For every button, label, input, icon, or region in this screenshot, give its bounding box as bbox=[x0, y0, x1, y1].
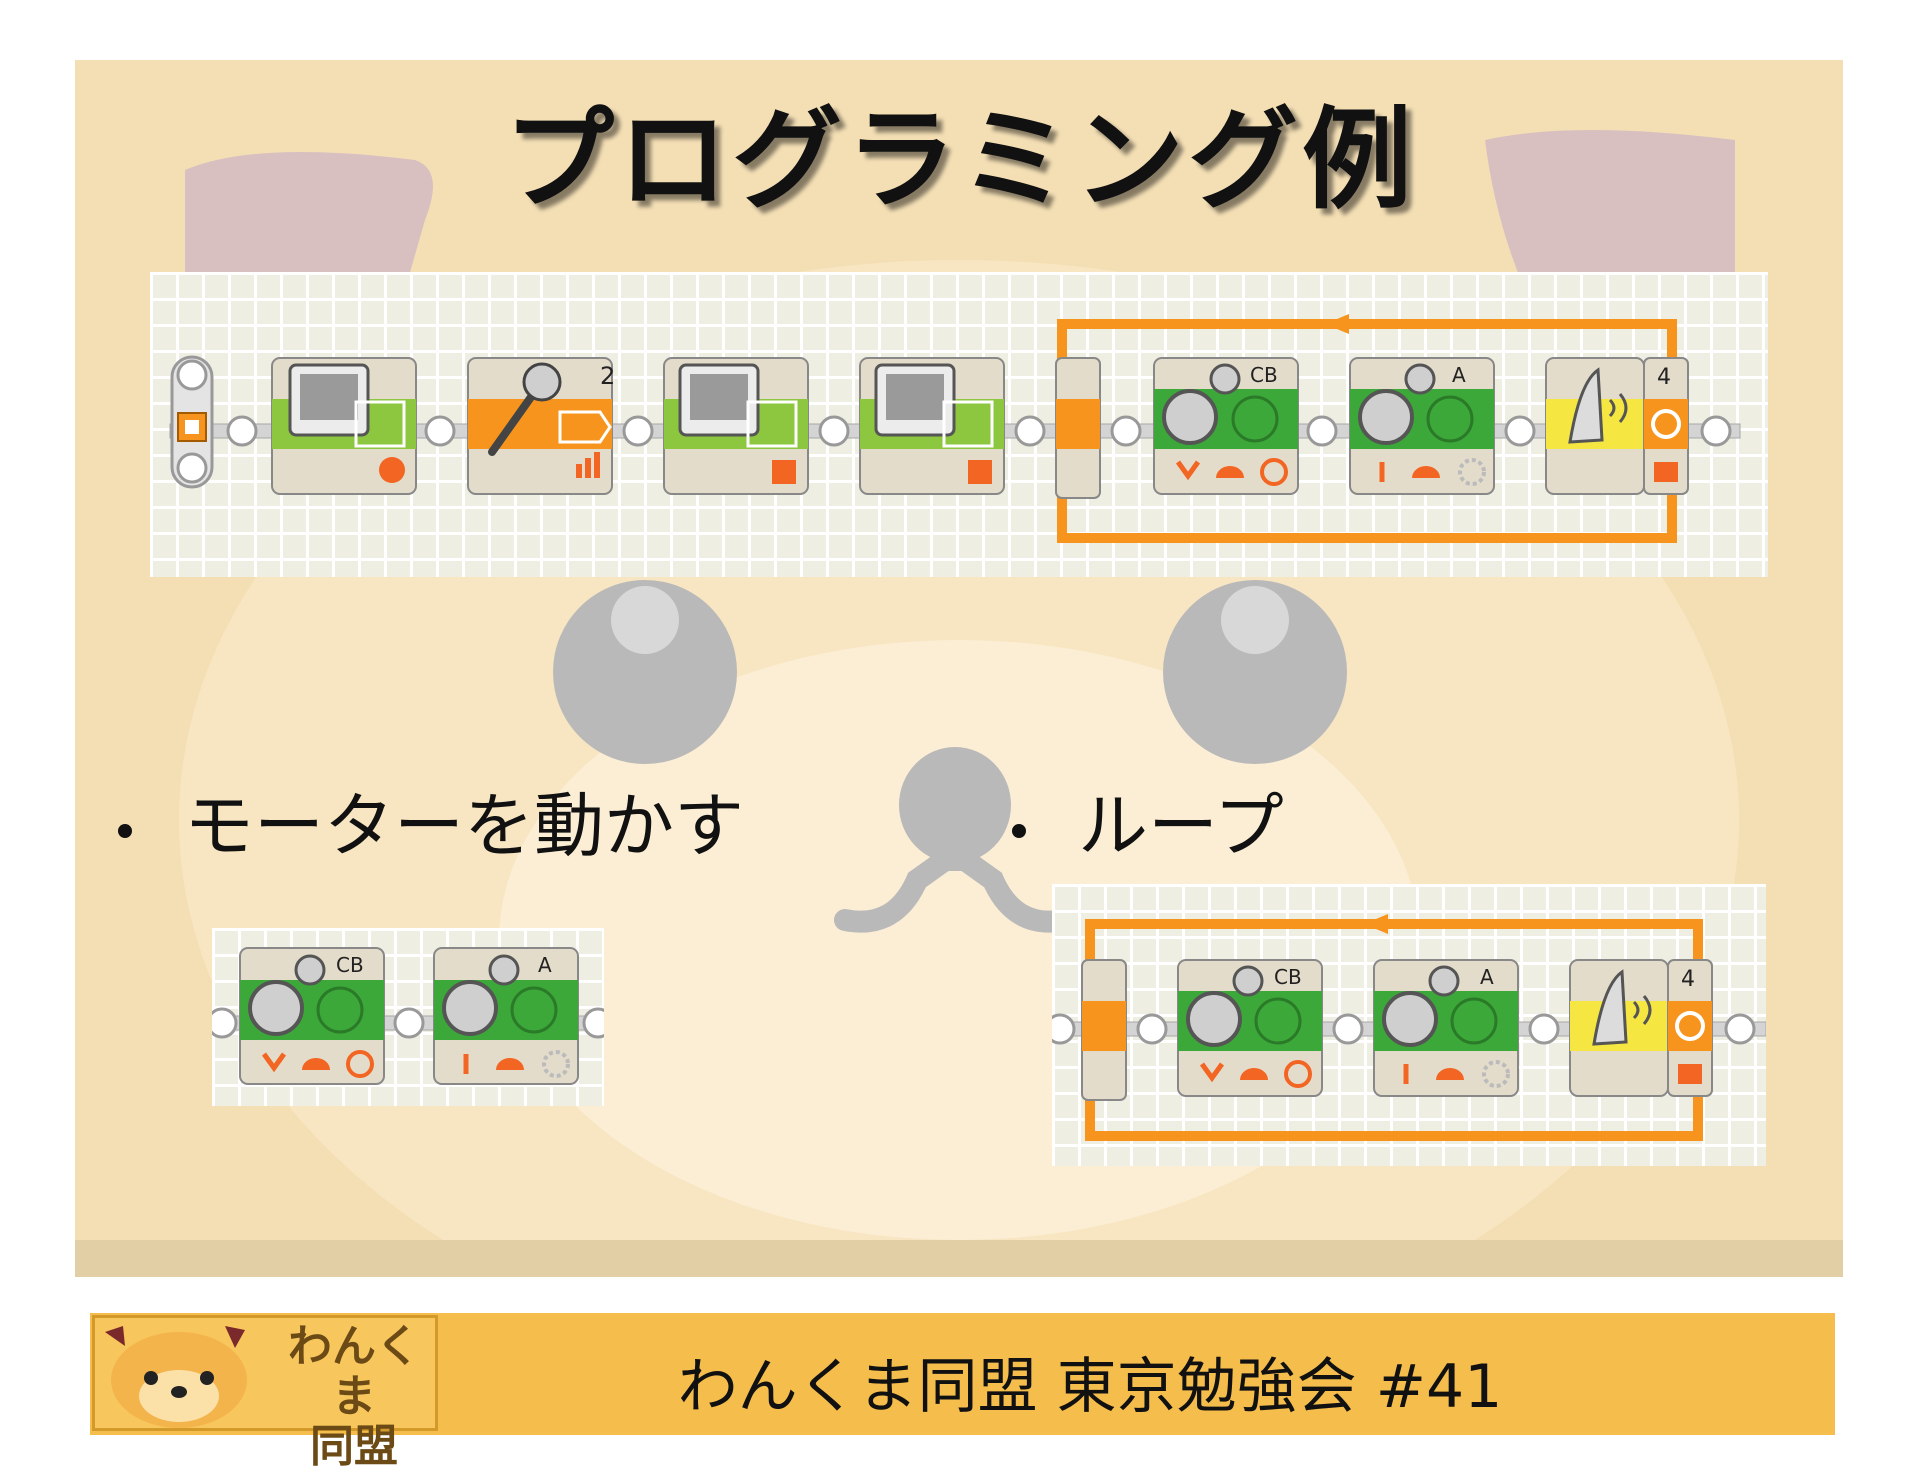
display-block-2[interactable] bbox=[663, 357, 809, 495]
logo-line1: わんくま bbox=[288, 1321, 420, 1422]
sound-block[interactable]: 2 bbox=[467, 357, 615, 495]
logo-text: わんくま 同盟 bbox=[273, 1322, 435, 1472]
loop-end-main[interactable]: 4 bbox=[1643, 357, 1689, 495]
display-block-1[interactable] bbox=[271, 357, 417, 495]
loop-arrows-icon bbox=[1651, 409, 1681, 439]
program-strip-motor: CB A bbox=[212, 928, 604, 1106]
start-block[interactable] bbox=[170, 355, 214, 489]
slide-shadow bbox=[75, 1240, 1843, 1277]
display-block-3[interactable] bbox=[859, 357, 1005, 495]
motor-block-1-ports: CB bbox=[1250, 363, 1278, 387]
bullet-dot bbox=[118, 823, 132, 838]
wankuma-logo: わんくま 同盟 bbox=[92, 1315, 438, 1472]
microphone-icon bbox=[488, 386, 540, 456]
gear-icon bbox=[1162, 389, 1218, 445]
loop-block-example[interactable] bbox=[1081, 914, 1703, 1141]
motor-block-1[interactable]: CB bbox=[1153, 357, 1299, 495]
loop-example-bluetooth[interactable] bbox=[1569, 959, 1669, 1097]
loop-count-example: 4 bbox=[1681, 967, 1695, 992]
loop-example-end[interactable]: 4 bbox=[1667, 959, 1713, 1097]
loop-block-main[interactable] bbox=[1055, 314, 1677, 543]
program-strip-main: 2 bbox=[150, 272, 1768, 577]
text-icon bbox=[772, 460, 796, 484]
footer-text: わんくま同盟 東京勉強会 #41 bbox=[677, 1352, 1503, 1422]
motor-example-block-2[interactable]: A bbox=[433, 947, 579, 1085]
bullet-loop: ループ bbox=[1012, 770, 1284, 871]
loop-example-motor-1[interactable]: CB bbox=[1177, 959, 1323, 1097]
program-strip-loop: CB A 4 bbox=[1052, 884, 1766, 1166]
loop-example-motor-2-ports: A bbox=[1480, 965, 1494, 989]
bullet-motor-label: モーターを動かす bbox=[184, 785, 744, 867]
motor-block-2-ports: A bbox=[1452, 363, 1466, 387]
motor-example-block-1[interactable]: CB bbox=[239, 947, 385, 1085]
motor-block-2[interactable]: A bbox=[1349, 357, 1495, 495]
start-icon bbox=[185, 420, 199, 434]
counter-icon bbox=[1654, 462, 1678, 482]
motor-example-1-ports: CB bbox=[336, 953, 364, 977]
logo-line2: 同盟 bbox=[310, 1421, 398, 1472]
loop-count-main: 4 bbox=[1657, 365, 1671, 390]
loop-example-motor-1-ports: CB bbox=[1274, 965, 1302, 989]
sound-block-value: 2 bbox=[600, 362, 615, 390]
motor-example-2-ports: A bbox=[538, 953, 552, 977]
bullet-motor: モーターを動かす bbox=[118, 770, 744, 871]
smiley-icon bbox=[379, 457, 405, 483]
satellite-dish-icon bbox=[1568, 367, 1604, 444]
bullet-loop-label: ループ bbox=[1078, 785, 1284, 867]
slide-title: プログラミング例 bbox=[504, 96, 1416, 224]
bullet-dot bbox=[1012, 823, 1026, 838]
gear-icon bbox=[248, 980, 304, 1036]
loop-example-motor-2[interactable]: A bbox=[1373, 959, 1519, 1097]
bear-logo-icon bbox=[105, 1326, 247, 1428]
bluetooth-block[interactable] bbox=[1545, 357, 1645, 495]
